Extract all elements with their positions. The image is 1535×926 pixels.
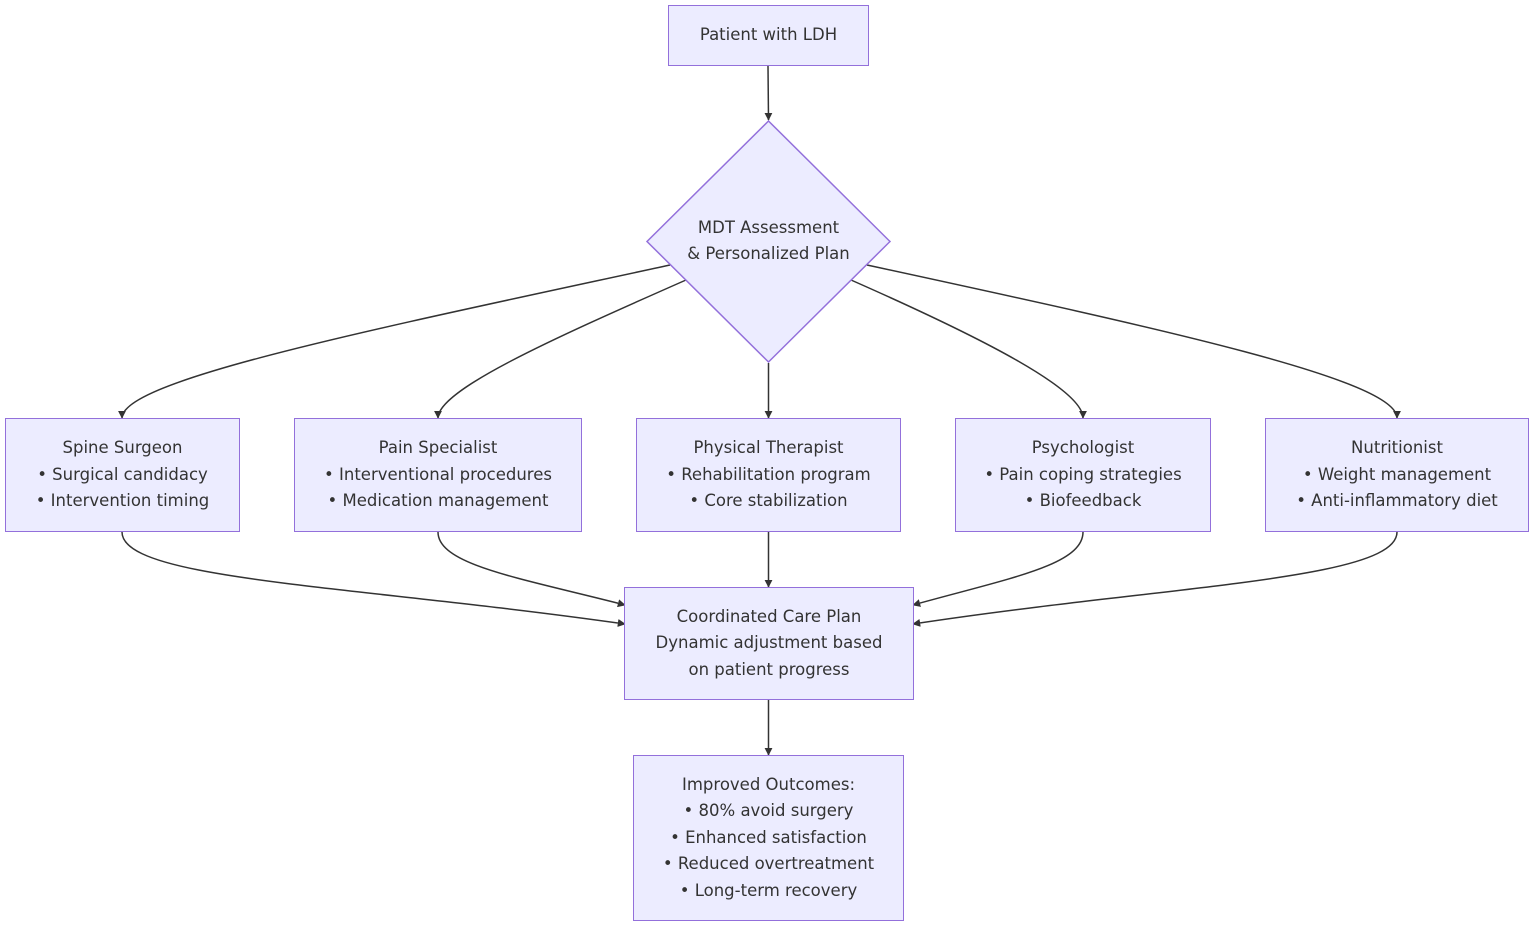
node-line: Pain Specialist (378, 438, 498, 458)
node-line: • Long-term recovery (679, 880, 858, 900)
patient-with-ldh-node: Patient with LDH (668, 5, 869, 66)
pain-specialist-node: Pain Specialist • Interventional procedu… (294, 418, 582, 532)
node-line: & Personalized Plan (687, 244, 850, 263)
node-line: • Pain coping strategies (984, 464, 1182, 484)
node-line: • Anti-inflammatory diet (1296, 491, 1498, 511)
node-line: MDT Assessment (697, 217, 840, 237)
node-line: • Enhanced satisfaction (670, 827, 867, 847)
edge-spine-care (121, 531, 626, 627)
physical-therapist-node: Physical Therapist • Rehabilitation prog… (636, 418, 901, 532)
edge-nutri-care (912, 531, 1398, 627)
node-line: Physical Therapist (693, 438, 844, 458)
nutritionist-node: Nutritionist • Weight management • Anti-… (1265, 418, 1529, 532)
psychologist-node: Psychologist • Pain coping strategies • … (955, 418, 1211, 532)
node-line: • Intervention timing (35, 491, 210, 511)
improved-outcomes-node: Improved Outcomes: • 80% avoid surgery •… (633, 755, 904, 921)
node-line: • Core stabilization (689, 491, 848, 511)
node-line: Psychologist (1031, 438, 1135, 458)
node-line: Nutritionist (1351, 438, 1443, 458)
node-line: Patient with LDH (699, 25, 838, 45)
node-line: • Reduced overtreatment (662, 854, 875, 874)
node-line: Spine Surgeon (62, 438, 183, 458)
node-line: • 80% avoid surgery (683, 801, 854, 821)
node-line: • Biofeedback (1024, 491, 1142, 511)
edge-mdt-nutri (866, 264, 1401, 419)
edge-mdt-psych (850, 279, 1087, 419)
node-line: • Rehabilitation program (666, 464, 871, 484)
node-line: • Weight management (1302, 464, 1492, 484)
spine-surgeon-node: Spine Surgeon • Surgical candidacy • Int… (5, 418, 240, 532)
edge-psych-care (912, 531, 1084, 607)
node-line: • Interventional procedures (324, 464, 552, 484)
edge-start-mdt (764, 65, 773, 121)
edge-mdt-spine (118, 264, 671, 419)
node-line: on patient progress (688, 659, 850, 679)
edge-pain-care (437, 531, 626, 608)
mdt-assessment-node: MDT Assessment & Personalized Plan (647, 201, 890, 281)
edge-mdt-pain (434, 279, 687, 419)
coordinated-care-plan-node: Coordinated Care Plan Dynamic adjustment… (624, 587, 914, 700)
mdt-diamond-shape (645, 119, 892, 364)
node-line: Dynamic adjustment based (655, 633, 883, 653)
node-line: • Surgical candidacy (37, 464, 208, 484)
node-line: Improved Outcomes: (681, 774, 856, 794)
node-line: Coordinated Care Plan (676, 606, 862, 626)
node-line: • Medication management (327, 491, 549, 511)
